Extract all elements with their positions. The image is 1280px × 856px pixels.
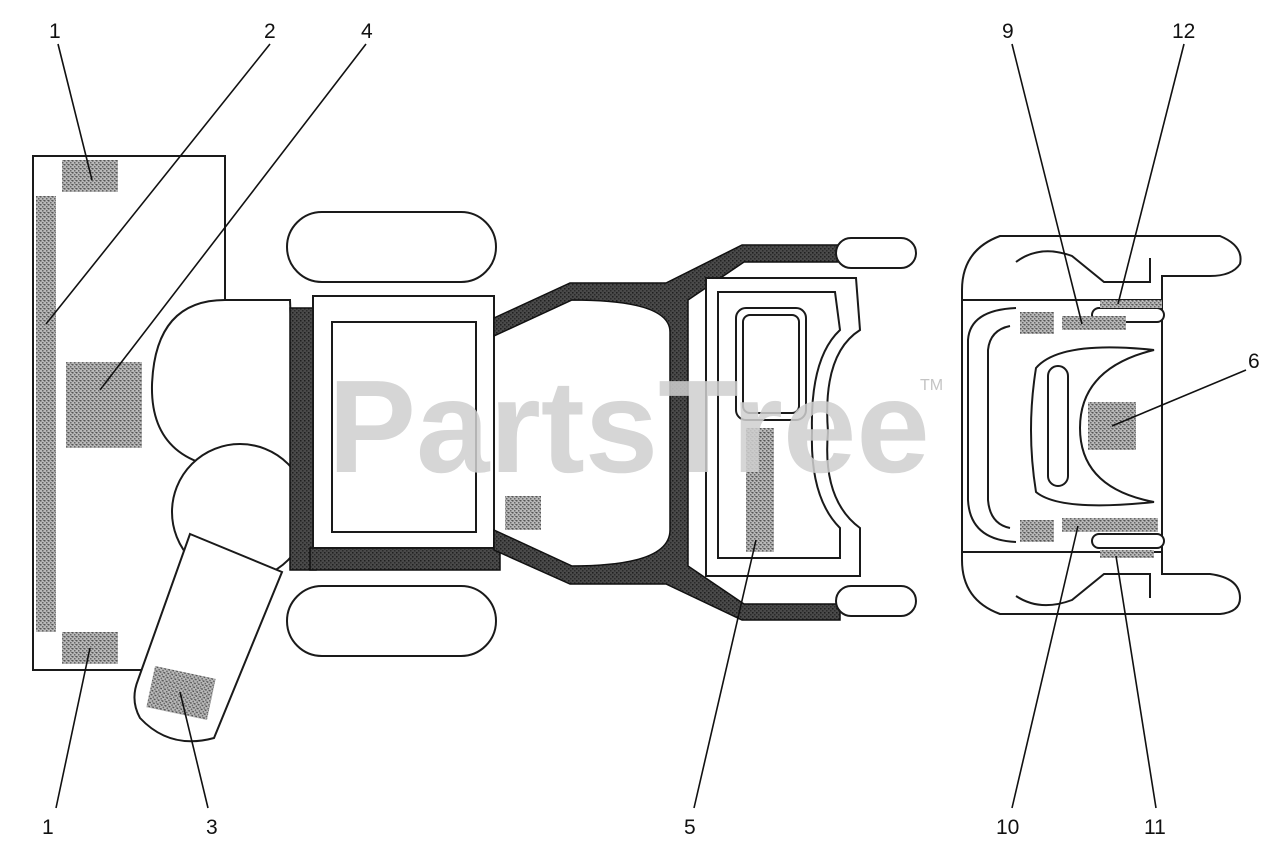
decal-4 <box>66 362 142 448</box>
callout-3: 3 <box>206 816 218 839</box>
decal-center <box>505 496 541 530</box>
callout-5: 5 <box>684 816 696 839</box>
engine-body <box>289 295 501 571</box>
callout-labels: 1 2 4 1 3 5 6 9 12 10 11 <box>42 20 1260 839</box>
decal-9 <box>1062 316 1126 330</box>
callout-4: 4 <box>361 20 373 43</box>
decal-10 <box>1062 518 1158 532</box>
decal-1-top <box>62 160 118 192</box>
watermark: PartsTree TM <box>328 353 943 500</box>
callout-2: 2 <box>264 20 276 43</box>
decal-5 <box>746 428 774 552</box>
control-panel <box>705 277 862 577</box>
decal-2-strip <box>36 196 56 632</box>
callout-11: 11 <box>1144 816 1166 839</box>
decal-11 <box>1100 550 1154 558</box>
wheels <box>286 211 497 657</box>
watermark-text: PartsTree <box>328 353 930 500</box>
leader-lines <box>45 43 1247 809</box>
watermark-trademark: TM <box>920 377 943 394</box>
rear-dash-view <box>961 235 1242 615</box>
callout-10: 10 <box>996 816 1019 839</box>
decal-12 <box>1100 300 1162 308</box>
decal-left-bottom <box>1020 520 1054 542</box>
handle-frame <box>493 237 917 621</box>
callout-1-bottom: 1 <box>42 816 54 839</box>
decal-left-top <box>1020 312 1054 334</box>
callout-9: 9 <box>1002 20 1014 43</box>
callout-12: 12 <box>1172 20 1195 43</box>
callout-1-top: 1 <box>49 20 61 43</box>
callout-6: 6 <box>1248 350 1260 373</box>
